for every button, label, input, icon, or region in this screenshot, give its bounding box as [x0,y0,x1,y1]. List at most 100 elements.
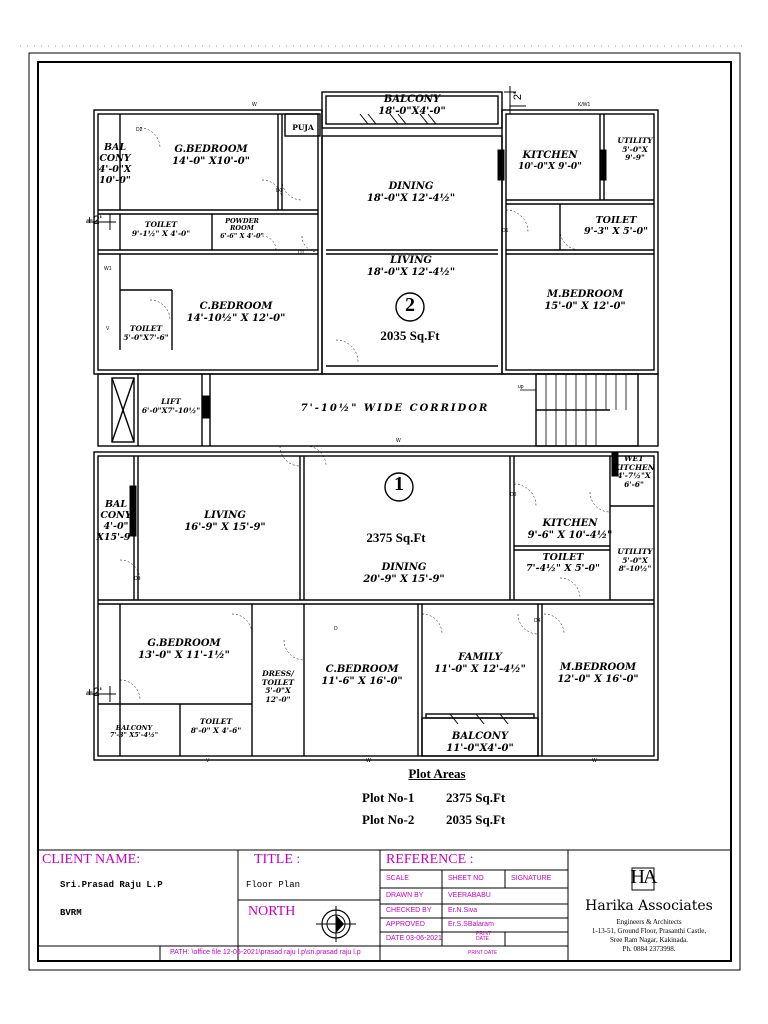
room-lift: LIFT 6'-0"X7'-10½" [141,397,201,415]
plot-areas-row-2: Plot No-2 [362,812,415,827]
room-living-1: LIVING 16'-9" X 15'-9" [184,510,266,533]
drawn-by-label: DRAWN BY [386,892,424,899]
plot1-area: 2375 Sq.Ft [366,530,426,545]
room-toilet-1b: TOILET 8'-0" X 4'-6" [190,717,242,735]
title-block-grid [38,849,731,961]
room-balcony-1b: BALCONY 11'-0"X4'-0" [446,731,514,754]
two-ft-marker: 2' [512,91,525,101]
title-label: TITLE : [254,852,301,867]
corridor-label: 7'-10½" WIDE CORRIDOR [300,403,490,414]
door-swings [119,127,611,701]
room-utility-2: UTILITY 5'-0"X 9'-9" [617,136,653,163]
plot-areas-value-2: 2035 Sq.Ft [446,812,506,827]
room-dress-toilet: DRESS/ TOILET 5'-0"X 12'-0" [261,669,295,704]
stair-up-label: up [518,384,524,390]
file-path: PATH: \office file 12-05-2021\prasad raj… [170,949,361,956]
window-mark-w1: W1 [104,266,112,272]
signature-label: SIGNATURE [511,875,552,882]
room-cbedroom-2: C.BEDROOM 14'-10½" X 12'-0" [186,301,286,324]
firm-name: Harika Associates [585,898,713,914]
door-mark-d1-c: D1 [502,228,509,234]
firm-address-2: Sree Ram Nagar, Kakinada. [609,936,689,944]
room-gbedroom-1: G.BEDROOM 13'-0" X 11'-1½" [138,638,230,661]
room-powder-2: POWDER ROOM 6'-6" X 4'-0" [220,217,264,240]
north-label: NORTH [248,904,296,919]
firm-subtitle: Engineers & Architects [616,918,682,926]
plot2-area: 2035 Sq.Ft [380,328,440,343]
client-place-value: BVRM [60,908,82,918]
door-mark-d4: D4 [534,618,541,624]
plot1-circle [384,472,414,502]
room-kitchen-1: KITCHEN 9'-6" X 10'-4½" [527,518,613,541]
room-balcony-1: BAL CONY 4'-0" X15'-9" [96,499,136,543]
window-ticks [129,113,659,725]
room-cbedroom-1: C.BEDROOM 11'-6" X 16'-0" [321,664,403,687]
date-label: DATE 03-06-2021 [386,935,442,942]
checked-by-label: CHECKED BY [386,907,432,914]
plus-two-marker-2: +2' [86,213,102,227]
plot-areas-heading: Plot Areas [408,766,466,781]
room-balcony-2: BAL CONY 4'-0"X 10'-0" [98,142,132,186]
room-balcony-top: BALCONY 18'-0"X4'-0" [378,94,446,117]
room-living-2: LIVING 18'-0"X 12'-4½" [366,255,456,278]
room-family: FAMILY 11'-0" X 12'-4½" [434,652,526,675]
door-mark-d: D [334,626,338,632]
door-mark-d1-a: D1 [276,188,283,194]
checked-by-value: Er.N.Siva [448,907,478,914]
approved-value: Er.S.SBalaram [448,921,494,928]
firm-address-1: 1-13-51, Ground Floor, Prasanthi Castle, [591,927,707,935]
outer-border [28,52,741,971]
door-mark-d2-a: D2 [136,127,143,133]
window-mark-top: W [252,102,257,108]
plot1-number: 1 [394,473,404,495]
level-markers [86,86,526,702]
door-mark-d3: D3 [510,492,517,498]
vent-mark-bottom: V [206,758,210,764]
room-mbedroom-2: M.BEDROOM 15'-0" X 12'-0" [544,289,626,312]
room-toilet-2c: TOILET 5'-0"X7'-6" [123,324,169,342]
window-mark-bottom-right: W [592,758,597,764]
plot-areas-table: Plot Areas Plot No-1 2375 Sq.Ft Plot No-… [362,766,542,827]
title-value: Floor Plan [246,880,301,890]
reference-label: REFERENCE : [386,852,474,867]
vent-mark-v: V [106,326,110,332]
stair-treads [520,374,627,446]
room-dining-1: DINING 20'-9" X 15'-9" [363,562,445,585]
window-mark-kw: K/W1 [578,102,591,108]
room-dining-2: DINING 18'-0"X 12'-4½" [366,181,456,204]
client-name-label: CLIENT NAME: [42,852,141,867]
door-mark-d1-d: D1 [134,576,141,582]
room-wet-kitchen: WET KITCHEN 4'-7½"X 6'-6" [613,454,655,489]
room-toilet-2a: TOILET 9'-1½" X 4'-0" [131,220,191,238]
room-utility-1: UTILITY 5'-0"X 8'-10½" [617,547,653,574]
plot2-circle [395,292,425,322]
firm-phone: Ph. 0884 2373998. [622,945,676,953]
plus-two-marker-1: +2' [86,685,102,699]
room-mbedroom-1: M.BEDROOM 12'-0" X 16'-0" [557,662,639,685]
print-date-label-b: PRINT DATE [468,950,498,956]
sheet-no-label: SHEET NO [448,875,484,882]
room-toilet-1a: TOILET 7'-4½" X 5'-0" [526,552,600,574]
plot-areas-row-1: Plot No-1 [362,790,415,805]
firm-logo: HA [630,866,658,888]
room-balcony-1a: BALCONY 7'-3" X5'-4½" [109,724,159,740]
room-kitchen-2: KITCHEN 10'-0"X 9'-0" [518,150,582,172]
walls [93,91,659,761]
scale-label: SCALE [386,875,409,882]
client-name-value: Sri.Prasad Raju L.P [60,880,163,890]
room-gbedroom-2: G.BEDROOM 14'-0" X10'-0" [172,144,250,167]
window-mark-bottom: W [366,758,371,764]
plot-areas-value-1: 2375 Sq.Ft [446,790,506,805]
inner-border [37,61,732,962]
room-puja: PUJA [292,123,314,132]
window-mark-corridor: W [396,438,401,444]
north-symbol [316,906,356,942]
approved-label: APPROVED [386,921,425,928]
plot2-number: 2 [405,294,415,316]
print-date-label-a: PRINT DATE [476,931,491,942]
drawn-by-value: VEERABABU [448,892,491,899]
room-toilet-2b: TOILET 9'-3" X 5'-0" [583,215,649,237]
door-mark-d1-b: D1 [298,250,305,256]
